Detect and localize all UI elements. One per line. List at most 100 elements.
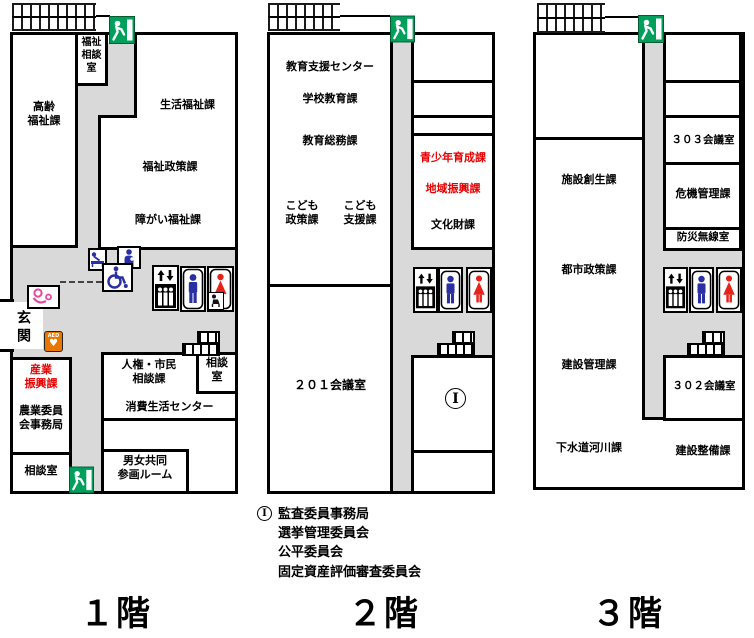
legend-line: 公平委員会 bbox=[278, 545, 344, 561]
f3-toilet-men bbox=[689, 267, 714, 313]
wheelchair-icon bbox=[107, 266, 128, 289]
f2-floor-label: ２階 bbox=[348, 594, 420, 634]
f3-label-302: ３０２会議室 bbox=[672, 380, 736, 392]
f1-label-korei-fukushika: 高齢 福祉課 bbox=[27, 100, 61, 128]
emergency-exit-icon bbox=[69, 466, 94, 494]
f2-room-seishonen-chiiki-bunkazai bbox=[411, 133, 495, 250]
f1-room-danjo-kyodo bbox=[101, 449, 189, 494]
f3-room-bosai-musenshitsu bbox=[663, 227, 742, 251]
f1-room-welfare-big-bottom bbox=[98, 115, 238, 250]
f2-room-education bbox=[267, 32, 393, 287]
legend-line: 監査委員事務局 bbox=[278, 507, 370, 522]
f3-label-kiki: 危機管理課 bbox=[675, 187, 731, 200]
f2-toilet-men bbox=[438, 267, 463, 313]
f3-corridor-vertical bbox=[642, 35, 663, 420]
f1-toilet-men bbox=[180, 266, 206, 312]
heart-icon: ♥ bbox=[49, 338, 58, 349]
legend-line: 選挙管理委員会 bbox=[278, 526, 370, 542]
womens-toilet-icon bbox=[718, 270, 740, 310]
f3-corridor-left-wall bbox=[642, 35, 645, 420]
f1-room-fukushi-sodanshitsu bbox=[75, 32, 108, 86]
f1-label-sangyo-shinkoka: 産業 振興課 bbox=[24, 363, 58, 391]
mens-toilet-icon bbox=[440, 270, 461, 310]
f2-label-kyoiku-shien: 教育支援センター bbox=[286, 60, 374, 73]
elevator-icon bbox=[665, 273, 686, 309]
elevator-icon bbox=[155, 270, 176, 308]
f1-room-welfare-big-top bbox=[134, 32, 238, 120]
f1-small-stair-upper bbox=[197, 331, 220, 344]
f2-room-201 bbox=[267, 284, 393, 494]
aed-label: AED bbox=[47, 333, 60, 339]
f2-label-kodomo-shienka: こども 支援課 bbox=[343, 199, 377, 227]
legend-symbol: I bbox=[257, 506, 272, 521]
f2-label-kyoiku-somuka: 教育総務課 bbox=[302, 134, 358, 147]
f2-label-gakko-kyoikuka: 学校教育課 bbox=[302, 92, 358, 105]
mens-toilet-icon bbox=[691, 270, 712, 310]
f1-corridor-branch bbox=[104, 43, 137, 118]
f3-corridor-end-wall bbox=[642, 417, 666, 420]
f3-room-empty-b bbox=[663, 80, 742, 118]
f1-dashed-line bbox=[60, 281, 102, 283]
f1-room-sodanshitsu-right bbox=[196, 352, 238, 394]
f1-exit-sign-bottom bbox=[69, 466, 94, 494]
baby-chair-icon bbox=[211, 294, 220, 307]
f2-small-stair-upper bbox=[452, 331, 475, 344]
f1-staircase-midline bbox=[12, 16, 96, 18]
f3-label-303: ３０３会議室 bbox=[671, 134, 735, 146]
f1-label-nogyo-iinkai: 農業委員 会事務局 bbox=[19, 404, 63, 432]
f3-room-302 bbox=[663, 355, 745, 421]
f1-entrance-stub-top bbox=[0, 299, 14, 302]
f1-floor-label: １階 bbox=[80, 594, 152, 634]
f3-room-empty-a bbox=[663, 32, 742, 83]
legend-lines: 監査委員事務局 選挙管理委員会 公平委員会 固定資産評価審査委員会 bbox=[278, 505, 421, 582]
f1-room-sodanshitsu-left bbox=[10, 452, 72, 494]
nursing-mother-baby-icon bbox=[32, 288, 52, 304]
f1-small-stair-lower bbox=[182, 343, 220, 356]
f3-staircase-line bbox=[605, 16, 638, 18]
womens-toilet-icon bbox=[468, 270, 490, 310]
f2-elevator bbox=[413, 267, 438, 313]
f3-label-bosai: 防災無線室 bbox=[676, 231, 730, 243]
f2-room-empty-d bbox=[411, 450, 495, 494]
legend-line: 固定資産評価審査委員会 bbox=[278, 564, 422, 580]
f2-toilet-women bbox=[466, 267, 492, 313]
f3-toilet-women bbox=[716, 267, 742, 313]
f3-label-shisetsu: 施設創生課 bbox=[561, 173, 617, 186]
f1-wheelchair-box bbox=[102, 263, 133, 292]
f2-room-empty-b bbox=[411, 80, 495, 118]
f2-committee-symbol: I bbox=[445, 388, 466, 409]
f1-exit-sign-top bbox=[109, 16, 135, 44]
f1-aed-box: AED ♥ bbox=[44, 331, 63, 352]
f3-label-toshi: 都市政策課 bbox=[561, 263, 617, 276]
f3-label-kensetsu-kanri: 建設管理課 bbox=[561, 358, 617, 371]
f3-floor-label: ３階 bbox=[592, 594, 664, 634]
f1-baby-chair-box bbox=[208, 292, 224, 310]
elevator-icon bbox=[415, 273, 436, 309]
f1-entrance-stub-bottom bbox=[0, 349, 14, 352]
f2-label-201: ２０１会議室 bbox=[293, 378, 366, 392]
emergency-exit-icon bbox=[390, 15, 415, 43]
f3-room-empty-topleft bbox=[533, 32, 645, 140]
f1-label-shohi-seikatsu: 消費生活センター bbox=[125, 400, 214, 413]
emergency-exit-icon bbox=[109, 16, 135, 44]
f1-label-fukushi-sodanshitsu: 福祉 相談 室 bbox=[81, 37, 102, 74]
f1-label-genkan: 玄関 bbox=[15, 310, 31, 346]
f3-label-gesuido: 下水道河川課 bbox=[556, 441, 622, 454]
f1-room-welfare-seam-patch bbox=[137, 114, 235, 121]
f3-staircase-midline bbox=[537, 17, 605, 19]
f1-nursing-room-box bbox=[27, 285, 60, 309]
f1-entrance-opening bbox=[0, 302, 43, 349]
f2-staircase-midline bbox=[268, 16, 340, 18]
f1-label-jinken-shimin: 人権・市民 相談課 bbox=[121, 358, 177, 386]
f3-small-stair-lower bbox=[687, 343, 725, 356]
emergency-exit-icon bbox=[638, 15, 664, 43]
f3-small-stair-upper bbox=[702, 331, 725, 344]
f1-elevator bbox=[152, 265, 179, 311]
f1-room-korei-fukushika bbox=[10, 32, 78, 248]
f3-elevator bbox=[663, 267, 688, 313]
f1-label-danjo-kyodo: 男女共同 参画ルーム bbox=[117, 454, 173, 482]
f1-label-sodanshitsu-left: 相談室 bbox=[24, 464, 58, 477]
f1-staircase-line bbox=[96, 15, 110, 17]
f2-staircase-line bbox=[340, 15, 390, 17]
